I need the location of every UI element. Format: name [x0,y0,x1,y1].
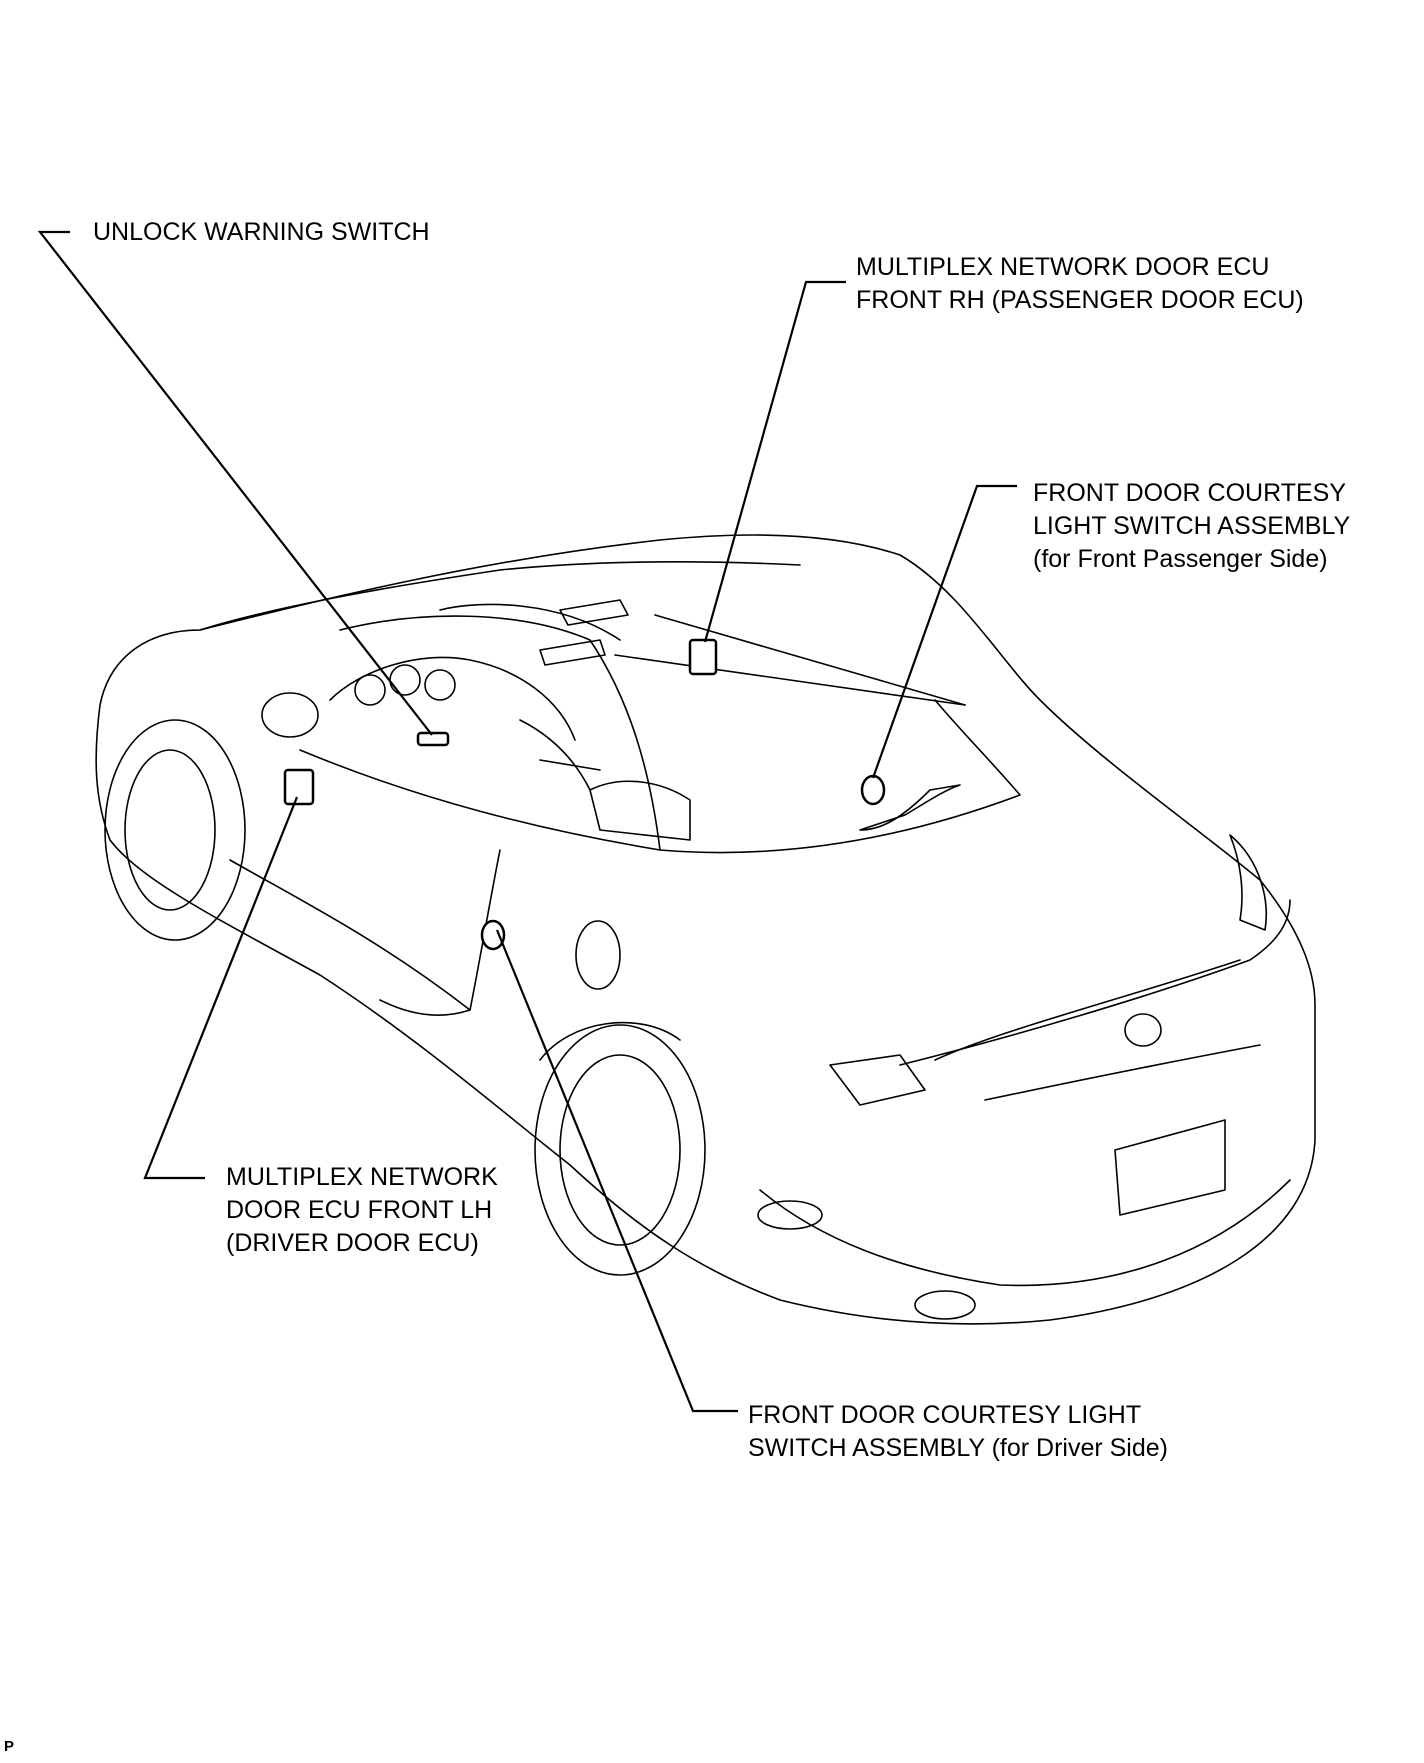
licence-plate [1114,1119,1226,1216]
label-unlock-warning-switch: UNLOCK WARNING SWITCH [93,218,430,246]
cockpit-arc [299,699,1021,854]
front-wheel [104,719,246,941]
cockpit-rim [199,560,801,631]
label-driver-courtesy-switch: FRONT DOOR COURTESY LIGHT SWITCH ASSEMBL… [748,1401,1168,1462]
windshield-frame [339,615,661,851]
driver-courtesy-switch-marker [480,919,506,951]
label-passenger-door-ecu: MULTIPLEX NETWORK DOOR ECU FRONT RH (PAS… [856,253,1304,314]
rear-bumper [759,1179,1291,1287]
driver-ecu-leader [143,796,299,1180]
tail-lamp-right [1229,834,1268,931]
rear-wheel [534,1024,706,1276]
corner-mark: P [4,1738,15,1755]
dashboard [329,656,576,741]
passenger-courtesy-switch-marker [860,774,886,806]
passenger-ecu-marker [688,638,718,676]
fuel-cap [575,920,621,990]
tail-lamp-left [829,1054,926,1106]
unlock-warning-switch-marker [416,731,450,747]
label-passenger-courtesy-switch: FRONT DOOR COURTESY LIGHT SWITCH ASSEMBL… [1033,479,1351,573]
body-upper-outline [95,534,1316,1325]
unlock-warning-switch-leader [37,230,433,736]
passenger-ecu-leader [703,280,846,643]
exhaust-tip [914,1290,976,1320]
emblem [1124,1013,1162,1047]
trunk-lid [899,899,1291,1066]
driver-door-line [379,849,501,1016]
label-driver-door-ecu: MULTIPLEX NETWORK DOOR ECU FRONT LH (DRI… [226,1163,498,1257]
side-mirror [261,692,319,738]
driver-courtesy-switch-leader [495,929,738,1413]
center-console [589,780,691,841]
passenger-courtesy-switch-leader [871,484,1017,779]
driver-ecu-marker [283,768,315,806]
